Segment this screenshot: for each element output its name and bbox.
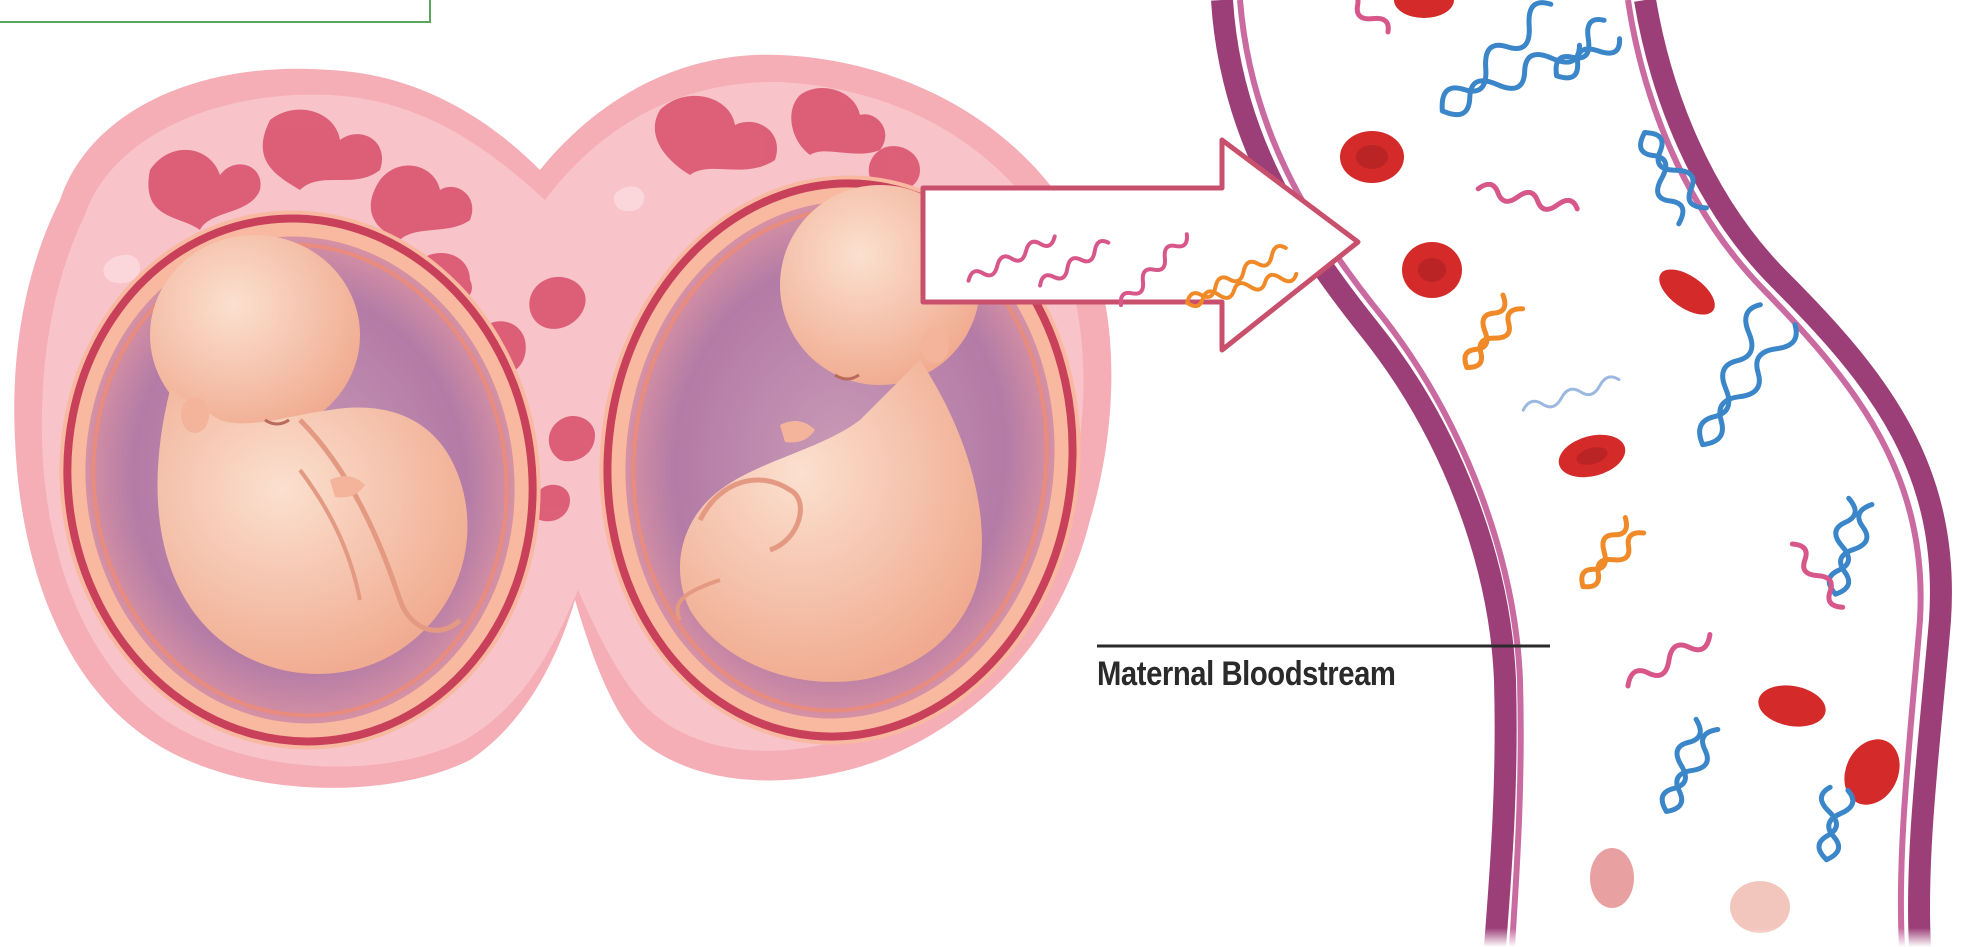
corner-frame — [0, 0, 430, 22]
maternal-bloodstream-label: Maternal Bloodstream — [1097, 655, 1396, 694]
